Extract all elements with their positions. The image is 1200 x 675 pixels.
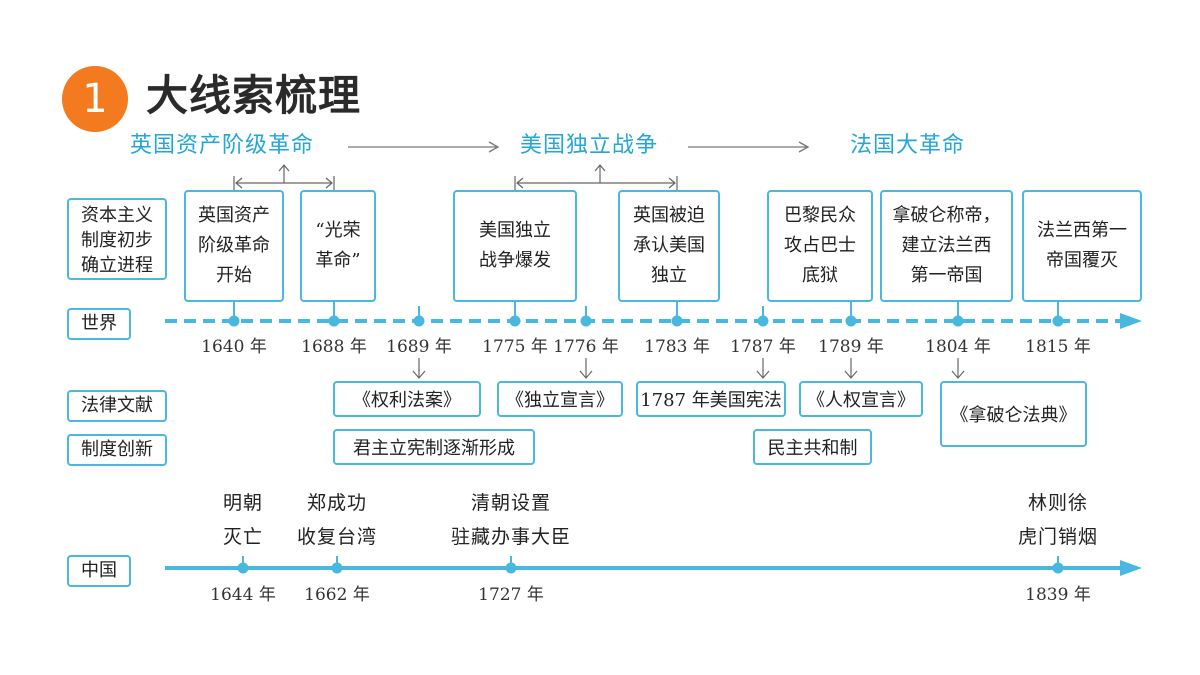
row-label-law: 法律文献 — [67, 390, 167, 422]
section-number-badge: 1 — [62, 66, 128, 132]
law-bill-of-rights: 《权利法案》 — [333, 381, 481, 417]
event-box-britain-recognizes-us: 英国被迫 承认美国 独立 — [618, 190, 720, 302]
world-year-label: 1776 年 — [553, 337, 619, 357]
event-box-bastille: 巴黎民众 攻占巴士 底狱 — [767, 190, 873, 302]
china-year-label: 1662 年 — [304, 585, 370, 605]
china-year-label: 1644 年 — [210, 585, 276, 605]
china-event-ming-fall: 明朝 灭亡 — [222, 492, 263, 548]
row-label-institution: 制度创新 — [67, 434, 167, 466]
event-box-american-war-start: 美国独立 战争爆发 — [453, 190, 577, 302]
china-timeline-arrowhead — [1120, 560, 1142, 576]
china-event-tibet-minister: 清朝设置 驻藏办事大臣 — [450, 492, 571, 548]
world-timeline-arrowhead — [1120, 313, 1142, 329]
revolution-england: 英国资产阶级革命 — [130, 133, 315, 158]
china-year-label: 1727 年 — [478, 585, 544, 605]
world-ticks — [233, 302, 1059, 321]
institution-constitutional-monarchy: 君主立宪制逐渐形成 — [333, 429, 535, 465]
world-year-label: 1789 年 — [818, 337, 884, 357]
world-year-label: 1688 年 — [301, 337, 367, 357]
world-year-label: 1815 年 — [1025, 337, 1091, 357]
row-label-china: 中国 — [67, 555, 131, 587]
china-dots — [237, 562, 1064, 574]
law-napoleonic-code: 《拿破仑法典》 — [940, 381, 1087, 447]
event-box-napoleon-emperor: 拿破仑称帝， 建立法兰西 第一帝国 — [880, 190, 1013, 302]
world-year-label: 1640 年 — [201, 337, 267, 357]
world-year-label: 1689 年 — [386, 337, 452, 357]
world-dots — [228, 315, 1064, 327]
china-year-label: 1839 年 — [1025, 585, 1091, 605]
event-box-glorious-revolution: “光荣 革命” — [300, 190, 376, 302]
england-bracket — [233, 164, 335, 190]
world-year-label: 1775 年 — [482, 337, 548, 357]
china-event-opium-destruction: 林则徐 虎门销烟 — [1017, 492, 1098, 548]
law-arrows — [412, 358, 965, 379]
event-box-english-revolution: 英国资产 阶级革命 开始 — [184, 190, 284, 302]
institution-democratic-republic: 民主共和制 — [753, 429, 872, 465]
row-label-world: 世界 — [67, 308, 131, 340]
china-event-taiwan-recovered: 郑成功 收复台湾 — [296, 492, 377, 548]
law-us-constitution: 1787 年美国宪法 — [636, 381, 786, 417]
america-bracket — [514, 164, 678, 190]
law-rights-of-man: 《人权宣言》 — [799, 381, 923, 417]
row-label-capitalism: 资本主义 制度初步 确立进程 — [67, 198, 167, 280]
revolution-france: 法国大革命 — [850, 133, 966, 158]
revolution-america: 美国独立战争 — [520, 133, 659, 158]
world-year-label: 1804 年 — [925, 337, 991, 357]
law-declaration-of-independence: 《独立宣言》 — [497, 381, 623, 417]
event-box-empire-fall: 法兰西第一 帝国覆灭 — [1022, 190, 1142, 302]
page-title: 大线索梳理 — [146, 71, 362, 120]
world-year-label: 1787 年 — [730, 337, 796, 357]
world-year-label: 1783 年 — [644, 337, 710, 357]
